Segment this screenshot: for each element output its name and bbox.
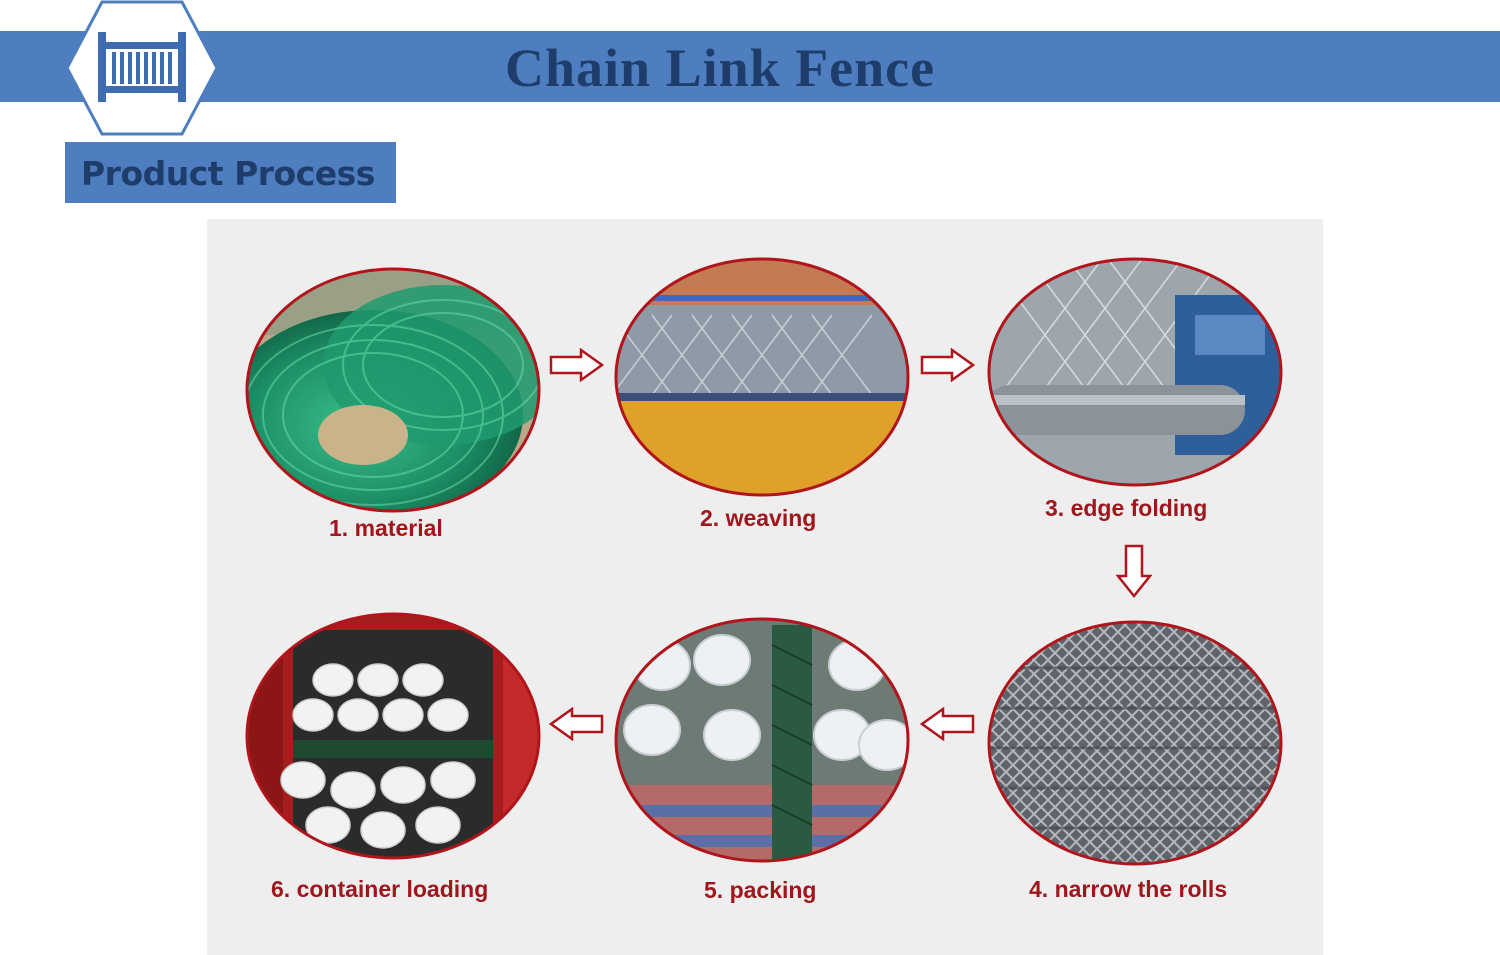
logo-badge bbox=[62, 0, 222, 136]
step-weaving: 2. weaving bbox=[612, 255, 912, 531]
section-tag-label: Product Process bbox=[81, 154, 375, 193]
step-label-container-loading: 6. container loading bbox=[271, 876, 489, 902]
arrow-right-icon bbox=[549, 348, 604, 382]
page-title: Chain Link Fence bbox=[505, 38, 936, 98]
arrow-left-icon bbox=[920, 707, 975, 741]
header-banner bbox=[0, 31, 1500, 102]
step-label-material: 1. material bbox=[329, 515, 443, 541]
wrapped-rolls-photo bbox=[614, 617, 910, 863]
section-tag: Product Process bbox=[65, 142, 396, 203]
step-label-narrow-the-rolls: 4. narrow the rolls bbox=[1029, 876, 1228, 902]
step-label-weaving: 2. weaving bbox=[700, 505, 817, 531]
step-narrow-the-rolls: 4. narrow the rolls bbox=[985, 618, 1285, 902]
arrow-left-icon bbox=[549, 707, 604, 741]
weaving-machine-photo bbox=[614, 257, 910, 497]
green-wire-coils-photo bbox=[245, 267, 541, 513]
arrow-right-icon bbox=[920, 348, 975, 382]
step-label-edge-folding: 3. edge folding bbox=[1045, 495, 1208, 521]
step-edge-folding: 3. edge folding bbox=[985, 255, 1285, 521]
step-material: 1. material bbox=[243, 265, 543, 541]
arrow-down-icon bbox=[1116, 544, 1152, 598]
step-packing: 5. packing bbox=[612, 615, 912, 903]
edge-folding-machine-photo bbox=[987, 257, 1283, 487]
step-label-packing: 5. packing bbox=[704, 877, 817, 903]
step-container-loading: 6. container loading bbox=[243, 610, 543, 902]
mesh-rolls-photo bbox=[987, 620, 1283, 866]
loaded-container-photo bbox=[245, 612, 541, 860]
fence-icon bbox=[98, 32, 186, 102]
